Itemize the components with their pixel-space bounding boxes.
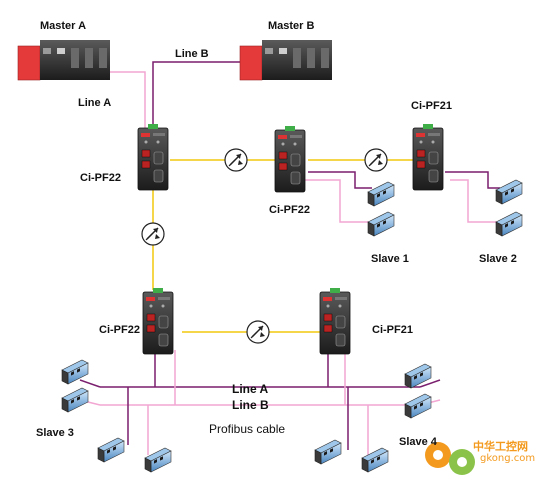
line-b-top-label: Line B: [175, 48, 209, 60]
slave-device: [61, 387, 89, 413]
master-a-label: Master A: [40, 20, 87, 32]
cipf21-converter-top-right: [412, 123, 444, 191]
line-a-bus-label: Line A: [232, 382, 269, 396]
slave-device: [361, 447, 389, 473]
watermark-url: gkong.com: [480, 453, 536, 464]
slave2-line-b: [445, 171, 500, 189]
fiber-optic-icon: [141, 222, 165, 246]
slave-device: [495, 211, 523, 237]
cipf21-top-right-label: Ci-PF21: [411, 100, 452, 112]
slave1-line-a: [300, 179, 370, 223]
line-a-top-label: Line A: [78, 97, 112, 109]
line-a-master-a: [110, 71, 146, 128]
slave3-label: Slave 3: [36, 427, 74, 439]
slave4-label: Slave 4: [399, 436, 437, 448]
master-b-plc: [239, 39, 333, 81]
line-b-master-b: [152, 61, 240, 128]
cipf22-bottom-left-label: Ci-PF22: [99, 324, 140, 336]
slave2-line-a: [450, 179, 500, 223]
fiber-optic-icon: [364, 148, 388, 172]
master-b-label: Master B: [268, 20, 315, 32]
line-b-bus-label: Line B: [232, 398, 269, 412]
slave2-label: Slave 2: [479, 253, 517, 265]
cipf22-converter-top-mid: [274, 125, 306, 193]
slave-device: [314, 439, 342, 465]
profibus-cable-label: Profibus cable: [209, 422, 286, 436]
slave-device: [404, 393, 432, 419]
slave-device: [97, 437, 125, 463]
cipf22-top-mid-label: Ci-PF22: [269, 204, 310, 216]
slave-device: [144, 447, 172, 473]
slave-device: [495, 179, 523, 205]
master-a-plc: [17, 39, 111, 81]
watermark-cn: 中华工控网: [473, 440, 528, 453]
gkong-logo-icon: [425, 442, 475, 475]
slave1-line-b: [308, 171, 372, 189]
slave1-label: Slave 1: [371, 253, 409, 265]
slave-device: [367, 181, 395, 207]
slave-device: [61, 359, 89, 385]
cipf22-converter-top-left: [137, 123, 169, 191]
slave-device: [367, 211, 395, 237]
cipf21-converter-bottom-right: [319, 287, 351, 355]
cipf22-top-left-label: Ci-PF22: [80, 172, 121, 184]
fiber-optic-icon: [224, 148, 248, 172]
cipf22-converter-bottom-left: [142, 287, 174, 355]
cipf21-bottom-right-label: Ci-PF21: [372, 324, 413, 336]
fiber-optic-icon: [246, 320, 270, 344]
